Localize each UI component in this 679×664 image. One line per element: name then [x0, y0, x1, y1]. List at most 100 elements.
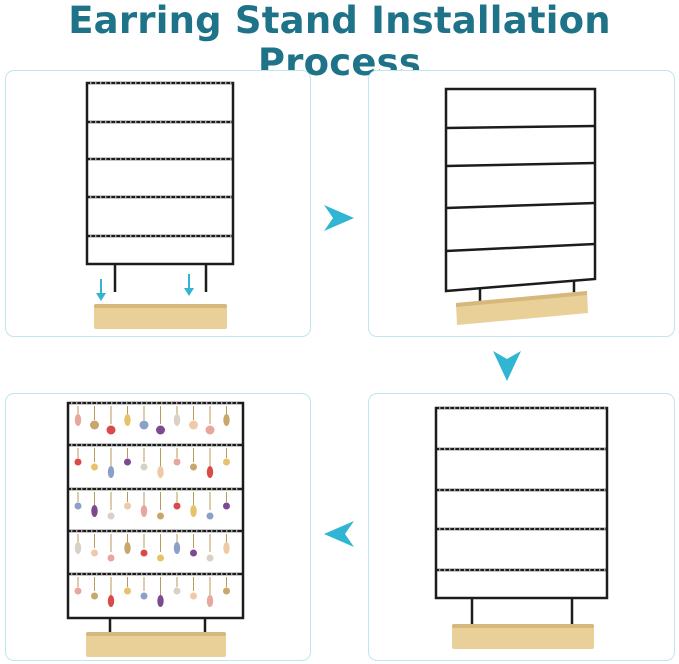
rung-hole: [504, 569, 506, 571]
earring: [91, 492, 98, 517]
rung-hole: [230, 158, 232, 160]
rung-hole: [514, 448, 516, 450]
rung-hole: [206, 573, 208, 575]
rung-hole: [524, 569, 526, 571]
rung-hole: [130, 196, 132, 198]
rung-hole: [90, 121, 92, 123]
rung-hole: [146, 444, 148, 446]
earring: [124, 534, 131, 554]
rung-hole: [519, 448, 521, 450]
rung-hole: [564, 569, 566, 571]
earring: [189, 406, 198, 430]
rung-hole: [185, 82, 187, 84]
rung-hole: [131, 573, 133, 575]
rung-hole: [211, 488, 213, 490]
rung-hole: [226, 573, 228, 575]
rung-hole: [196, 444, 198, 446]
earring: [91, 534, 98, 557]
rung-hole: [195, 158, 197, 160]
rung-hole: [160, 121, 162, 123]
rung-hole: [484, 448, 486, 450]
rung-hole: [130, 121, 132, 123]
rung-hole: [484, 569, 486, 571]
rung-hole: [180, 196, 182, 198]
rung-hole: [155, 196, 157, 198]
rung-hole: [569, 448, 571, 450]
rung-hole: [181, 530, 183, 532]
rung-hole: [105, 121, 107, 123]
rung-hole: [464, 489, 466, 491]
rung-hole: [110, 196, 112, 198]
rung-hole: [230, 82, 232, 84]
rung-hole: [81, 488, 83, 490]
rung-hole: [141, 573, 143, 575]
rung-hole: [604, 407, 606, 409]
rung-hole: [499, 528, 501, 530]
rung-hole: [116, 402, 118, 404]
rung-hole: [96, 573, 98, 575]
rung-hole: [574, 528, 576, 530]
earring: [223, 534, 230, 554]
rung-hole: [584, 569, 586, 571]
rung-hole: [95, 196, 97, 198]
rung-hole: [105, 82, 107, 84]
rung-hole: [494, 489, 496, 491]
step-2-panel: [368, 70, 675, 337]
rung-hole: [459, 448, 461, 450]
rung-hole: [589, 569, 591, 571]
rung-hole: [554, 407, 556, 409]
rung-hole: [539, 448, 541, 450]
rung-hole: [76, 530, 78, 532]
rung-hole: [579, 569, 581, 571]
rung-hole: [444, 569, 446, 571]
rung-hole: [136, 444, 138, 446]
rung-hole: [145, 121, 147, 123]
rung-hole: [71, 573, 73, 575]
rung-hole: [106, 530, 108, 532]
rung-hole: [220, 196, 222, 198]
rung-hole: [444, 489, 446, 491]
earring: [91, 448, 98, 471]
rung-hole: [96, 530, 98, 532]
rung-hole: [569, 569, 571, 571]
rung-hole: [524, 407, 526, 409]
arrow-down-icon: [493, 351, 521, 381]
rung-hole: [136, 573, 138, 575]
rung-hole: [95, 121, 97, 123]
rung-hole: [469, 407, 471, 409]
rung-hole: [180, 82, 182, 84]
rung-hole: [599, 528, 601, 530]
rung-hole: [220, 121, 222, 123]
rung-hole: [210, 158, 212, 160]
rung-hole: [115, 196, 117, 198]
rung-hole: [196, 488, 198, 490]
rung-hole: [225, 196, 227, 198]
rung-hole: [524, 528, 526, 530]
earring: [140, 492, 148, 517]
rung-hole: [90, 158, 92, 160]
rung-hole: [96, 488, 98, 490]
rung-hole: [181, 573, 183, 575]
rung-hole: [509, 489, 511, 491]
rung-hole: [225, 158, 227, 160]
rung-hole: [195, 121, 197, 123]
rung-hole: [155, 158, 157, 160]
rung-hole: [91, 530, 93, 532]
rung-hole: [554, 489, 556, 491]
rung-hole: [226, 530, 228, 532]
step-3-illustration: [434, 406, 609, 649]
rung-hole: [161, 573, 163, 575]
rung-hole: [479, 448, 481, 450]
rung-hole: [569, 407, 571, 409]
rung-hole: [220, 82, 222, 84]
rung-hole: [161, 488, 163, 490]
earring: [190, 577, 197, 600]
rung-hole: [529, 407, 531, 409]
rung-hole: [100, 235, 102, 237]
earring: [74, 448, 82, 466]
rung-hole: [151, 402, 153, 404]
rung-hole: [454, 407, 456, 409]
rung-hole: [86, 488, 88, 490]
rung-hole: [469, 489, 471, 491]
earrings: [74, 406, 230, 607]
